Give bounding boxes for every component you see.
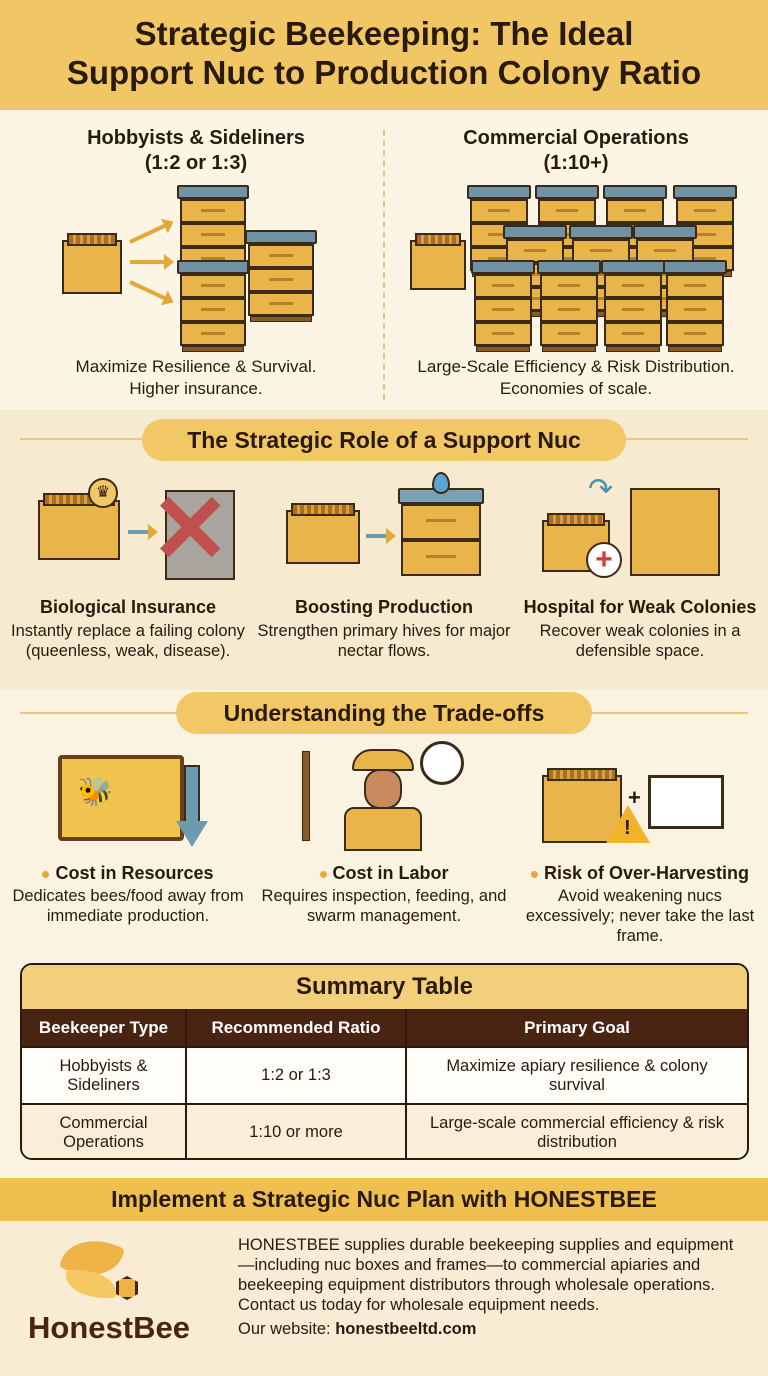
tradeoffs-item-desc: Avoid weakening nucs excessively; never … bbox=[525, 887, 755, 945]
summary-table: Summary Table Beekeeper Type Recommended… bbox=[20, 963, 749, 1160]
beekeeper-labor-icon bbox=[256, 735, 512, 855]
hobby-caption: Maximize Resilience & Survival.Higher in… bbox=[75, 357, 317, 398]
bullet-icon bbox=[530, 870, 538, 878]
arrow-icon bbox=[130, 254, 174, 270]
nuc-box-icon bbox=[410, 233, 466, 290]
hive-icon bbox=[177, 260, 249, 352]
table-row: Commercial Operations 1:10 or more Large… bbox=[22, 1103, 747, 1158]
bullet-icon bbox=[42, 870, 50, 878]
table-cell: Commercial Operations bbox=[22, 1103, 187, 1158]
title-line-1: Strategic Beekeeping: The Ideal bbox=[134, 15, 634, 52]
table-cell: 1:10 or more bbox=[186, 1103, 407, 1158]
bullet-icon bbox=[319, 870, 327, 878]
hive-icon bbox=[245, 230, 317, 322]
warning-icon: + ! bbox=[512, 735, 768, 855]
tradeoffs-item-desc: Requires inspection, feeding, and swarm … bbox=[261, 887, 507, 925]
arrow-icon bbox=[129, 280, 168, 301]
hobby-title: Hobbyists & Sideliners(1:2 or 1:3) bbox=[87, 127, 305, 174]
hive-icon bbox=[601, 260, 665, 352]
hive-icon bbox=[471, 260, 535, 352]
website-link[interactable]: honestbeeltd.com bbox=[335, 1320, 477, 1338]
table-cell: Maximize apiary resilience & colony surv… bbox=[406, 1046, 747, 1104]
brand-name: HonestBee bbox=[28, 1310, 190, 1345]
tradeoffs-item-title: Cost in Labor bbox=[256, 862, 512, 884]
nuc-box-icon bbox=[62, 233, 122, 294]
title-line-2: Support Nuc to Production Colony Ratio bbox=[66, 54, 702, 91]
commercial-title: Commercial Operations(1:10+) bbox=[463, 127, 689, 174]
tradeoffs-item-desc: Dedicates bees/food away from immediate … bbox=[12, 887, 244, 925]
tradeoffs-heading: Understanding the Trade-offs bbox=[176, 692, 592, 734]
role-item-desc: Instantly replace a failing colony (quee… bbox=[11, 622, 245, 660]
tradeoffs-item-title: Cost in Resources bbox=[0, 862, 256, 884]
column-header: Primary Goal bbox=[406, 1009, 747, 1047]
column-header: Beekeeper Type bbox=[22, 1009, 187, 1047]
table-cell: Large-scale commercial efficiency & risk… bbox=[406, 1103, 747, 1158]
footer-heading: Implement a Strategic Nuc Plan with HONE… bbox=[0, 1178, 768, 1221]
hospital-icon: + ↷ bbox=[512, 470, 768, 590]
website-label: Our website: bbox=[238, 1320, 331, 1338]
nuc-boost-icon bbox=[256, 470, 512, 590]
hive-icon bbox=[537, 260, 601, 352]
nuc-replace-icon: ♛ ✕ bbox=[0, 470, 256, 590]
commercial-caption: Large-Scale Efficiency & Risk Distributi… bbox=[417, 357, 735, 398]
footer-text: HONESTBEE supplies durable beekeeping su… bbox=[238, 1235, 738, 1339]
summary-title: Summary Table bbox=[22, 965, 747, 1009]
table-cell: Hobbyists & Sideliners bbox=[22, 1046, 187, 1104]
commercial-hives-illustration bbox=[384, 180, 768, 352]
role-item-title: Boosting Production bbox=[295, 597, 473, 617]
role-item-desc: Recover weak colonies in a defensible sp… bbox=[539, 622, 741, 660]
table-row: Hobbyists & Sideliners 1:2 or 1:3 Maximi… bbox=[22, 1046, 747, 1104]
column-divider bbox=[383, 130, 385, 400]
resources-down-icon: 🐝 bbox=[0, 735, 256, 855]
role-item-title: Biological Insurance bbox=[39, 597, 217, 617]
arrow-icon bbox=[129, 223, 168, 244]
tradeoffs-item-title: Risk of Over-Harvesting bbox=[512, 862, 768, 884]
table-cell: 1:2 or 1:3 bbox=[186, 1046, 407, 1104]
honestbee-logo-icon bbox=[58, 1229, 160, 1306]
role-heading: The Strategic Role of a Support Nuc bbox=[142, 419, 626, 461]
hobby-hives-illustration bbox=[0, 180, 384, 352]
role-item-desc: Strengthen primary hives for major necta… bbox=[257, 622, 511, 660]
role-item-title: Hospital for Weak Colonies bbox=[523, 597, 757, 617]
column-header: Recommended Ratio bbox=[186, 1009, 407, 1047]
hive-icon bbox=[663, 260, 727, 352]
footer-body: HONESTBEE supplies durable beekeeping su… bbox=[238, 1236, 734, 1314]
